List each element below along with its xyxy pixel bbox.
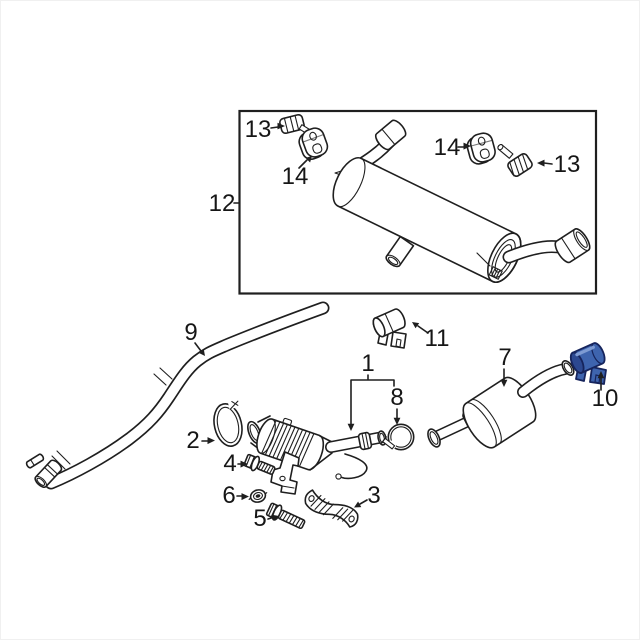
callout-2-label[interactable]: 2: [186, 427, 199, 454]
callout-4-label[interactable]: 4: [223, 450, 236, 477]
callout-14-right-label[interactable]: 14: [434, 134, 461, 161]
callout-3[interactable]: 3: [354, 482, 381, 509]
callout-7[interactable]: 7: [498, 344, 512, 387]
callout-3-arrowhead: [354, 501, 362, 508]
callout-11-arrowhead: [412, 322, 420, 329]
callout-9[interactable]: 9: [184, 319, 205, 356]
callout-2-arrowhead: [207, 437, 215, 445]
callout-5[interactable]: 5: [253, 505, 279, 532]
callout-1-line: [350, 374, 395, 426]
callout-10[interactable]: 10: [592, 371, 619, 412]
callout-5-arrowhead: [271, 514, 279, 521]
callout-9-label[interactable]: 9: [184, 319, 197, 346]
part-3-bracket[interactable]: [302, 487, 362, 530]
part-5-bolt[interactable]: [265, 502, 307, 533]
callout-5-line: [267, 516, 274, 520]
callout-8[interactable]: 8: [390, 384, 404, 425]
callout-13-left-arrowhead: [277, 122, 285, 130]
callout-12[interactable]: 12: [209, 190, 241, 217]
callout-8-label[interactable]: 8: [390, 384, 403, 411]
callout-1-label[interactable]: 1: [361, 350, 374, 377]
part-8-clamp[interactable]: [380, 423, 415, 451]
callout-1[interactable]: 1: [347, 350, 395, 431]
part-12-rear-muffler-assembly[interactable]: [326, 118, 592, 287]
callout-13-left[interactable]: 13: [245, 116, 285, 143]
callout-5-label[interactable]: 5: [253, 505, 266, 532]
callout-12-label[interactable]: 12: [209, 190, 236, 217]
callout-13-left-line: [270, 126, 279, 129]
callout-13-right-label[interactable]: 13: [554, 151, 581, 178]
callout-9-arrowhead: [198, 348, 205, 356]
callout-14-left-label[interactable]: 14: [282, 163, 309, 190]
callout-13-right-line: [543, 162, 553, 165]
part-2-clamp[interactable]: [209, 397, 248, 449]
callout-11-line: [417, 325, 429, 334]
callout-8-arrowhead: [393, 417, 401, 425]
part-7-resonator-pipe[interactable]: [425, 359, 576, 453]
callout-10-label[interactable]: 10: [592, 385, 619, 412]
callout-11-label[interactable]: 11: [425, 325, 450, 352]
callout-13-right[interactable]: 13: [537, 151, 580, 178]
callout-13-left-label[interactable]: 13: [245, 116, 272, 143]
callout-1-arrowhead: [347, 423, 355, 431]
callout-10-arrowhead: [597, 371, 605, 379]
callout-13-right-arrowhead: [537, 159, 545, 167]
part-13-hanger-bracket-right[interactable]: [497, 144, 534, 178]
callout-6-arrowhead: [241, 493, 249, 501]
part-11-insulator-bracket[interactable]: [370, 306, 409, 349]
part-9-front-exhaust-pipe[interactable]: [25, 301, 330, 490]
callout-14-left-arrowhead: [305, 156, 312, 163]
callout-6-label[interactable]: 6: [222, 482, 235, 509]
callout-11[interactable]: 11: [412, 322, 449, 352]
callout-2[interactable]: 2: [186, 427, 215, 454]
part-10-insulator-bracket-highlighted[interactable]: [568, 341, 607, 385]
callout-3-label[interactable]: 3: [367, 482, 380, 509]
callout-3-line: [359, 499, 368, 505]
callout-6[interactable]: 6: [222, 482, 249, 509]
callout-7-arrowhead: [500, 379, 508, 387]
callout-14-left-line: [298, 159, 308, 169]
callout-4-arrowhead: [240, 460, 248, 468]
callout-4[interactable]: 4: [223, 450, 248, 477]
callout-14-left[interactable]: 14: [282, 156, 312, 190]
callout-14-right-arrowhead: [463, 142, 471, 150]
callout-7-label[interactable]: 7: [498, 344, 511, 371]
callout-9-line: [194, 342, 202, 352]
part-4-bolt[interactable]: [243, 453, 276, 478]
part-6-nut[interactable]: [247, 488, 268, 504]
part-1-catalytic-converter-pipe[interactable]: [245, 412, 387, 495]
callout-14-right[interactable]: 14: [434, 134, 471, 161]
